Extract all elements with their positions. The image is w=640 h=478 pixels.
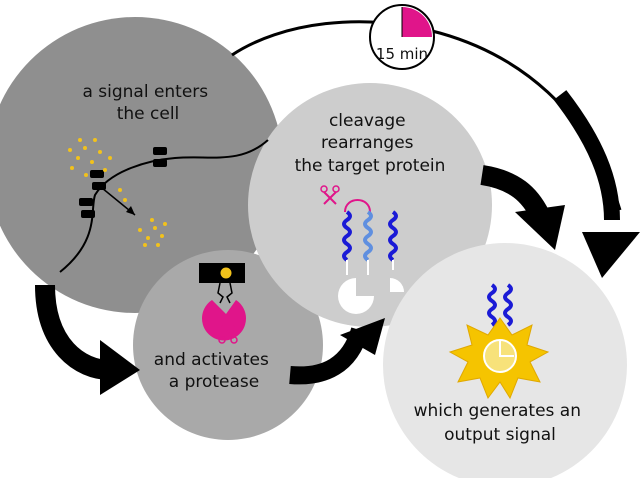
cell-membrane (59, 139, 269, 273)
helix-icon (487, 283, 497, 327)
arrow-signal-to-protease (35, 284, 111, 380)
step-label-cleavage: cleavage rearranges the target protein (295, 111, 446, 176)
helix-icon (503, 283, 513, 327)
curved-arrow-top-body (553, 90, 620, 221)
step-label-line: which generates an (414, 401, 581, 421)
protease-cell-content (199, 263, 246, 344)
cleavage-cell-content (320, 185, 404, 314)
curved-arrow-top-head (582, 232, 640, 278)
timer-label: 15 min (376, 45, 428, 63)
step-label-line: rearranges (321, 133, 414, 153)
step-label-line: a protease (169, 372, 260, 392)
signal-dots-outside (68, 138, 112, 177)
step-label-signal: a signal enters the cell (82, 82, 213, 124)
step-label-line: the cell (117, 104, 180, 124)
output-cell-content (448, 283, 550, 400)
step-label-output: which generates an output signal (414, 401, 587, 445)
output-fragment-large (338, 278, 374, 314)
timer-icon: 15 min (369, 4, 435, 70)
cell-circle-protease (133, 250, 323, 440)
scissors-icon (320, 185, 340, 205)
helix-icon (342, 210, 352, 262)
output-fragment-small (390, 278, 404, 292)
arrow-cleavage-to-output-head (515, 205, 565, 250)
arrow-protease-to-cleavage-head (340, 318, 385, 355)
arrow-signal-to-protease-head (100, 340, 140, 395)
protease-icon (201, 300, 246, 341)
step-label-line: the target protein (295, 156, 446, 176)
helix-icon (363, 210, 373, 262)
step-label-line: and activates (154, 350, 269, 370)
signal-ligand (219, 266, 233, 280)
helix-icon (388, 210, 398, 262)
signal-cell-content (59, 138, 269, 273)
step-label-line: output signal (444, 425, 556, 445)
scissors-icon (218, 325, 238, 344)
receptor-icon (153, 147, 167, 167)
receptor-icon (79, 198, 95, 218)
step-label-line: cleavage (329, 111, 406, 131)
timer-elapsed-wedge (402, 7, 432, 37)
signal-dots-inside (118, 188, 167, 247)
step-label-protease: and activates a protease (154, 350, 274, 392)
step-label-line: a signal enters (82, 82, 208, 102)
cell-circle-cleavage (248, 83, 492, 327)
